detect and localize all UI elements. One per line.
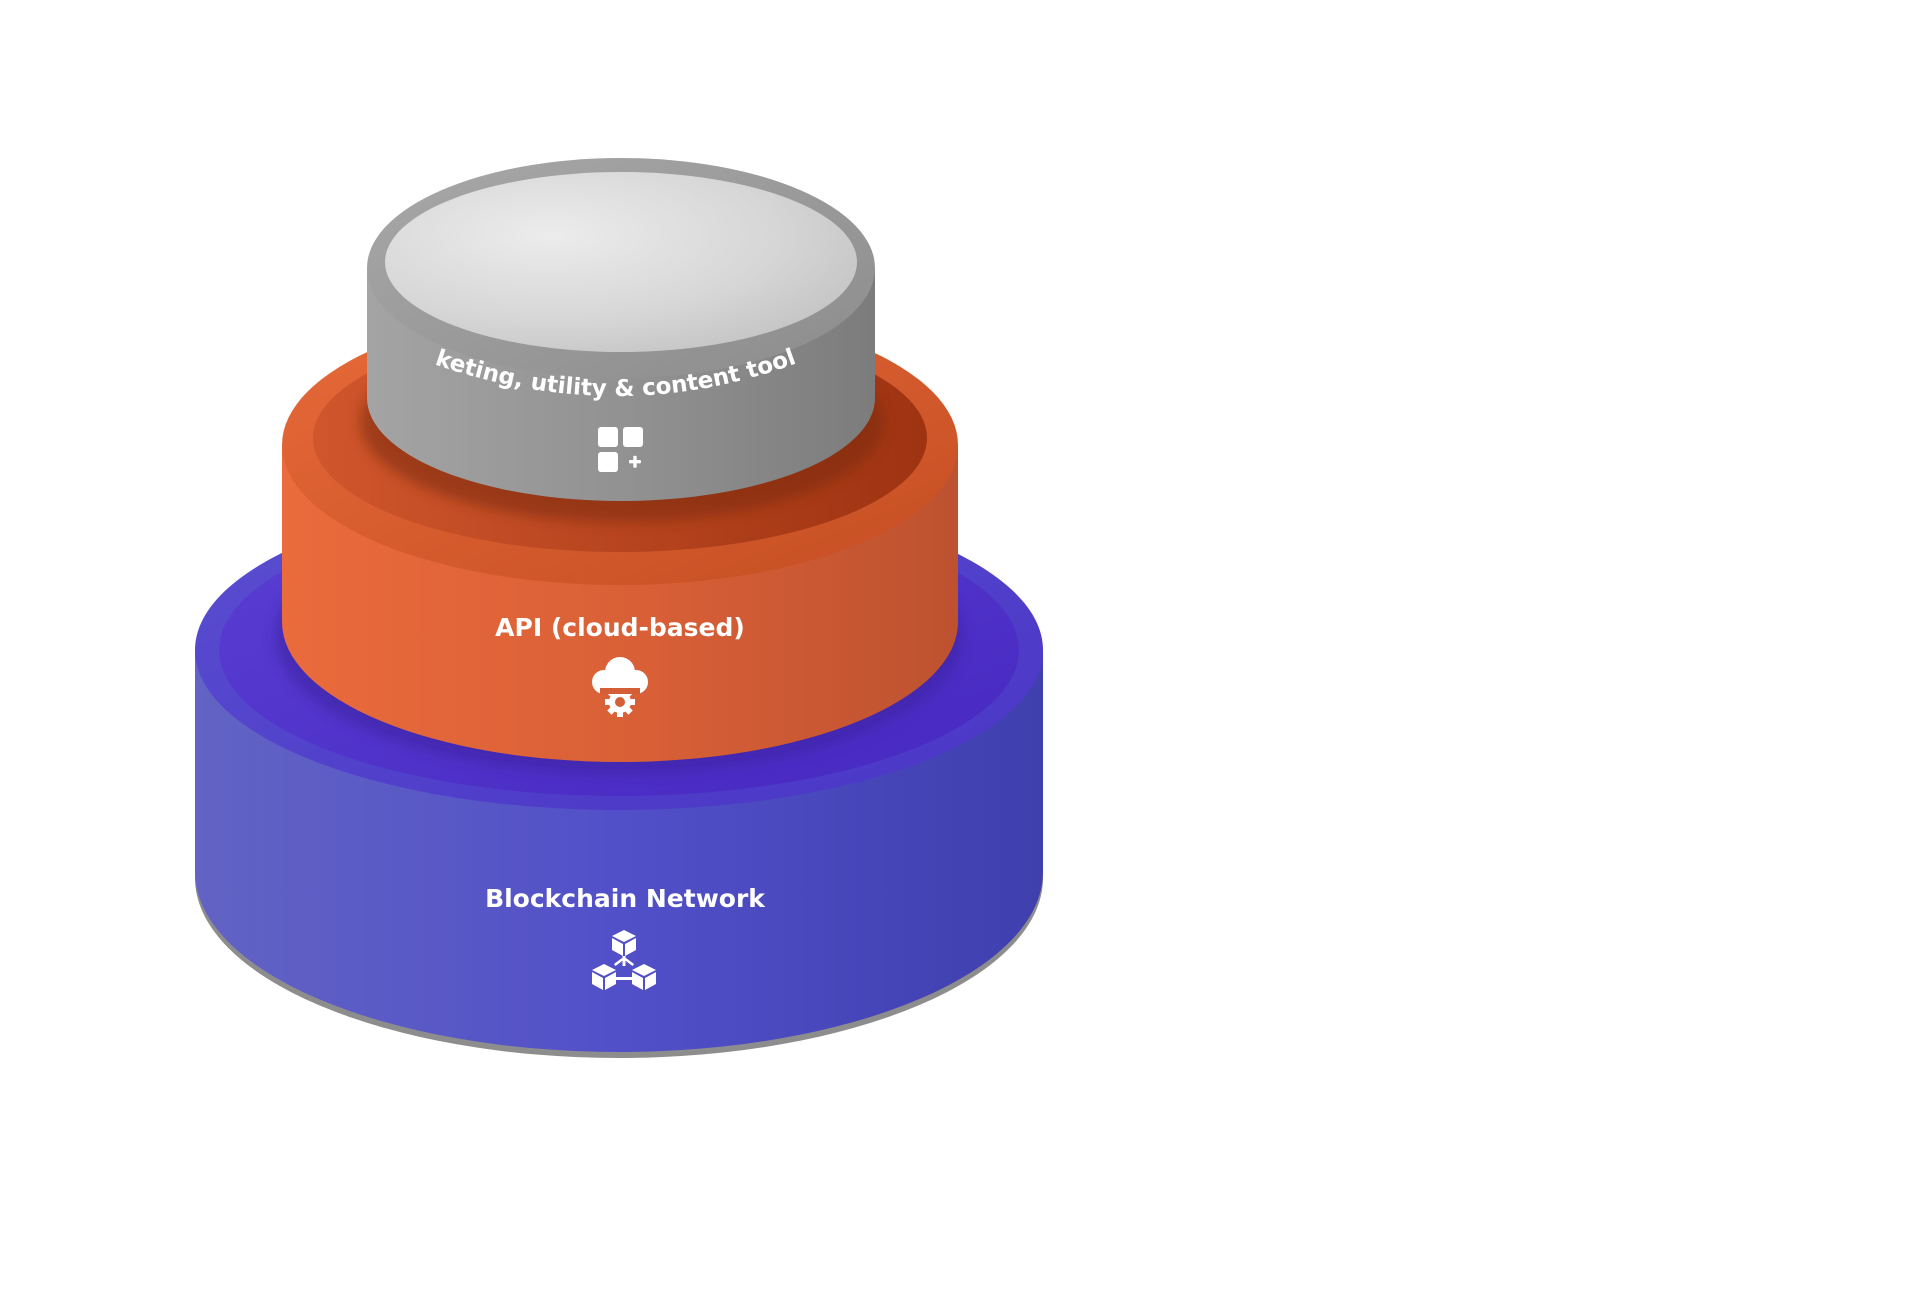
gray-top-surface xyxy=(385,172,857,352)
blockchain-cubes-icon xyxy=(592,930,656,990)
layer-tools xyxy=(360,158,884,522)
blockchain-label: Blockchain Network xyxy=(485,884,766,913)
api-label: API (cloud-based) xyxy=(495,613,745,642)
app-grid-plus-icon xyxy=(598,427,643,472)
cloud-gear-icon xyxy=(592,657,648,717)
